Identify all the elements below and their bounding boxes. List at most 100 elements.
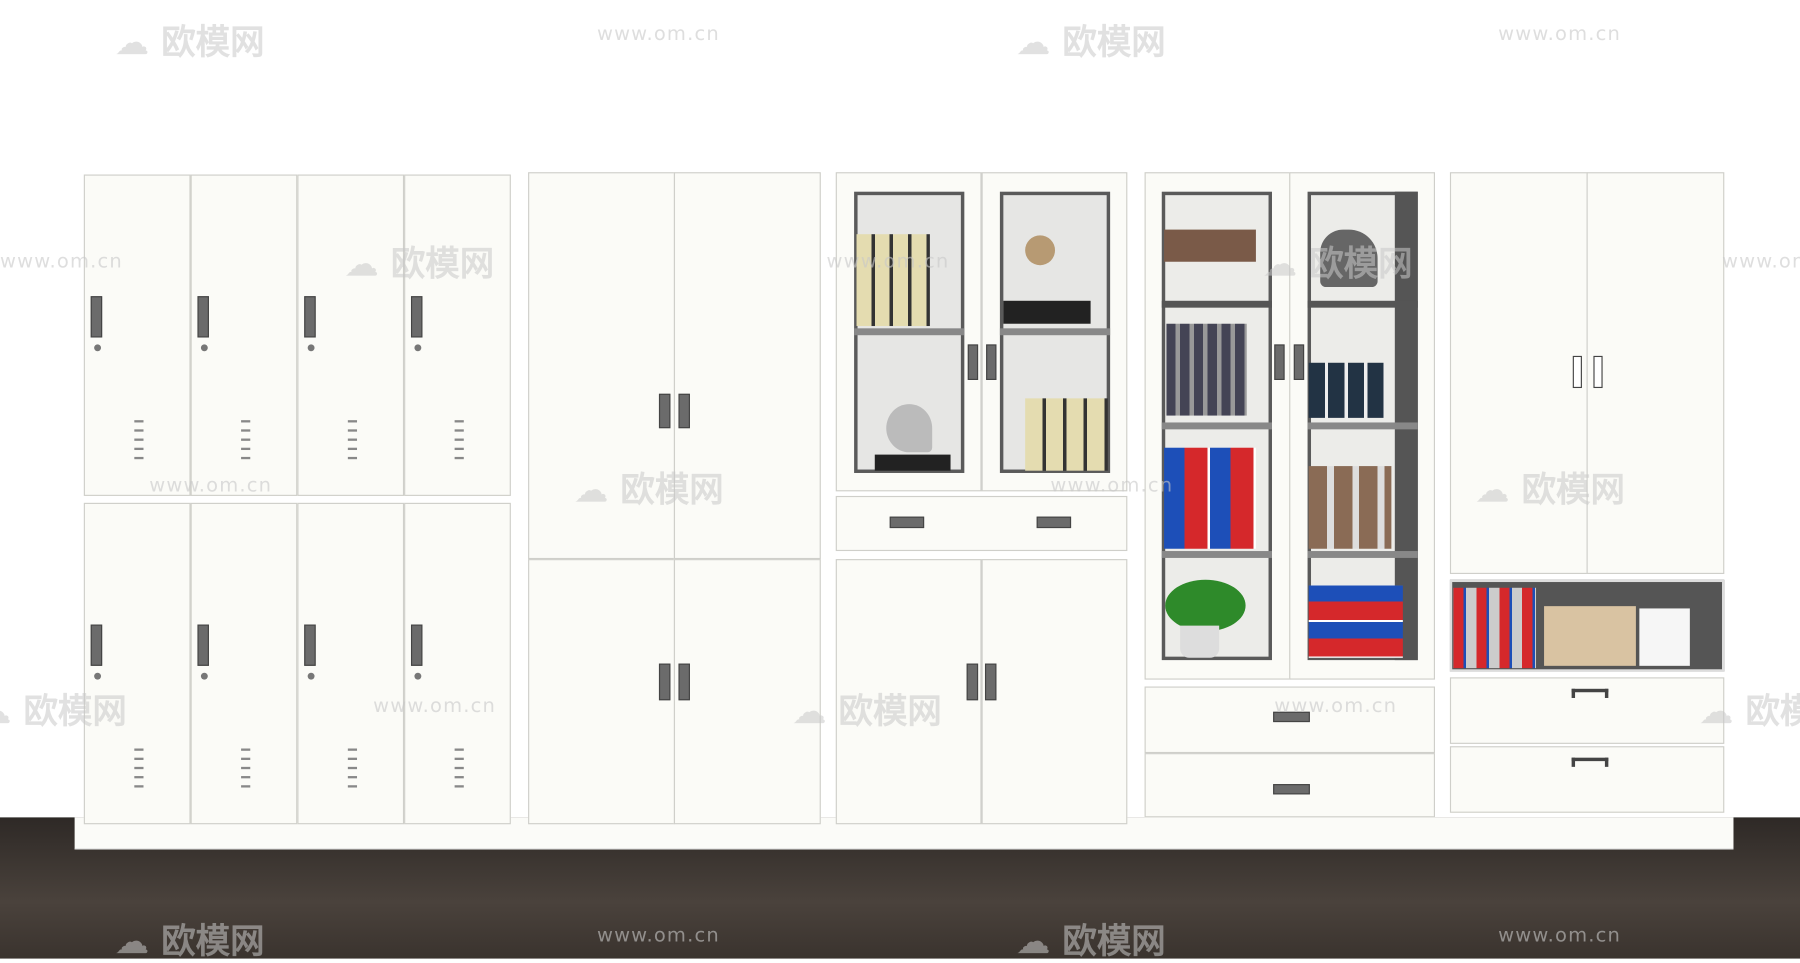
shell-ornament bbox=[886, 404, 933, 453]
drawer-handle[interactable] bbox=[1571, 688, 1609, 698]
watermark-url: www.om.cn bbox=[149, 474, 273, 498]
vent-slot bbox=[134, 785, 144, 788]
vent-slot bbox=[454, 776, 464, 779]
watermark-url: www.om.cn bbox=[1498, 924, 1622, 948]
drawer[interactable] bbox=[1449, 746, 1725, 813]
watermark-url: www.om.cn bbox=[596, 22, 720, 46]
watermark-url: www.om.cn bbox=[0, 250, 123, 274]
drawer-handle[interactable] bbox=[889, 516, 925, 529]
vent-slot bbox=[454, 785, 464, 788]
locker-handle[interactable] bbox=[410, 296, 423, 338]
locker-handle[interactable] bbox=[90, 624, 103, 666]
door-handle[interactable] bbox=[984, 663, 997, 701]
vent-slot bbox=[347, 766, 358, 770]
vent-slot bbox=[347, 420, 358, 423]
lock-icon bbox=[200, 344, 208, 352]
watermark-url: www.om.cn bbox=[373, 694, 496, 718]
door-handle[interactable] bbox=[678, 393, 690, 429]
watermark-logo: ☁ 欧模网 bbox=[114, 921, 265, 963]
vent-slot bbox=[454, 420, 464, 423]
vent-slot bbox=[454, 456, 464, 460]
door-handle[interactable] bbox=[658, 393, 671, 429]
door-handle[interactable] bbox=[1572, 355, 1582, 389]
door-handle[interactable] bbox=[1293, 344, 1305, 380]
ornament bbox=[1025, 235, 1056, 266]
lock-icon bbox=[307, 672, 315, 680]
jars bbox=[1308, 362, 1385, 418]
box bbox=[1544, 606, 1636, 666]
binders bbox=[856, 234, 930, 327]
vent-slot bbox=[454, 748, 464, 751]
drawer[interactable] bbox=[835, 495, 1128, 552]
locker-handle[interactable] bbox=[410, 624, 423, 666]
drawer-handle[interactable] bbox=[1571, 757, 1609, 767]
vent-slot bbox=[347, 447, 358, 451]
vent-slot bbox=[241, 456, 251, 460]
watermark-logo: ☁ 欧模网 bbox=[1475, 470, 1625, 511]
locker-handle[interactable] bbox=[197, 624, 209, 666]
vent-slot bbox=[241, 776, 251, 779]
vent-slot bbox=[241, 429, 251, 432]
door-handle[interactable] bbox=[966, 663, 979, 701]
lock-icon bbox=[94, 344, 102, 352]
vent-slot bbox=[241, 748, 251, 751]
vent-slot bbox=[241, 447, 251, 451]
door-handle[interactable] bbox=[658, 663, 671, 701]
vent-slot bbox=[134, 429, 144, 432]
vent-slot bbox=[241, 785, 251, 788]
watermark-logo: ☁ 欧模网 bbox=[1262, 244, 1413, 285]
binders bbox=[1164, 447, 1256, 549]
watermark-url: www.om.cn bbox=[1274, 694, 1398, 718]
vent-slot bbox=[241, 766, 251, 770]
drawer[interactable] bbox=[1449, 677, 1725, 744]
door-handle[interactable] bbox=[967, 344, 979, 380]
binders bbox=[1308, 585, 1403, 658]
vent-slot bbox=[454, 438, 464, 441]
locker-handle[interactable] bbox=[304, 296, 316, 338]
magazines bbox=[1166, 323, 1247, 416]
vent-slot bbox=[454, 757, 464, 760]
vent-slot bbox=[241, 420, 251, 423]
books bbox=[874, 454, 951, 471]
vent-slot bbox=[347, 429, 358, 432]
vent-slot bbox=[347, 456, 358, 460]
vent-slot bbox=[347, 785, 358, 788]
binders bbox=[1453, 587, 1537, 669]
drawer-handle[interactable] bbox=[1273, 784, 1310, 795]
drawer-handle[interactable] bbox=[1036, 516, 1072, 529]
books bbox=[1308, 466, 1392, 549]
door-handle[interactable] bbox=[1274, 344, 1285, 380]
vent-slot bbox=[134, 456, 144, 460]
watermark-logo: ☁ 欧模网 bbox=[792, 692, 942, 733]
vent-slot bbox=[347, 757, 358, 760]
door-handle[interactable] bbox=[986, 344, 997, 380]
lock-icon bbox=[200, 672, 208, 680]
vent-slot bbox=[241, 757, 251, 760]
vent-slot bbox=[134, 420, 144, 423]
vent-slot bbox=[134, 766, 144, 770]
vent-slot bbox=[347, 438, 358, 441]
vent-slot bbox=[454, 447, 464, 451]
plant-pot bbox=[1180, 625, 1220, 658]
door-handle[interactable] bbox=[1593, 355, 1603, 389]
plant bbox=[1165, 579, 1246, 632]
locker-handle[interactable] bbox=[90, 296, 103, 338]
vent-slot bbox=[347, 776, 358, 779]
watermark-url: www.om.cn bbox=[596, 924, 720, 948]
locker-handle[interactable] bbox=[304, 624, 316, 666]
watermark-url: www.om.cn bbox=[1498, 22, 1622, 46]
books bbox=[1164, 229, 1256, 262]
vent-slot bbox=[134, 757, 144, 760]
vent-slot bbox=[134, 438, 144, 441]
books bbox=[1003, 300, 1091, 324]
watermark-logo: ☁ 欧模网 bbox=[344, 244, 495, 285]
vent-slot bbox=[454, 429, 464, 432]
door-handle[interactable] bbox=[678, 663, 690, 701]
locker-handle[interactable] bbox=[197, 296, 209, 338]
lock-icon bbox=[414, 344, 422, 352]
drawer-handle[interactable] bbox=[1273, 711, 1310, 723]
binders bbox=[1025, 398, 1108, 471]
watermark-logo: ☁ 欧模网 bbox=[1015, 22, 1166, 64]
lock-icon bbox=[414, 672, 422, 680]
